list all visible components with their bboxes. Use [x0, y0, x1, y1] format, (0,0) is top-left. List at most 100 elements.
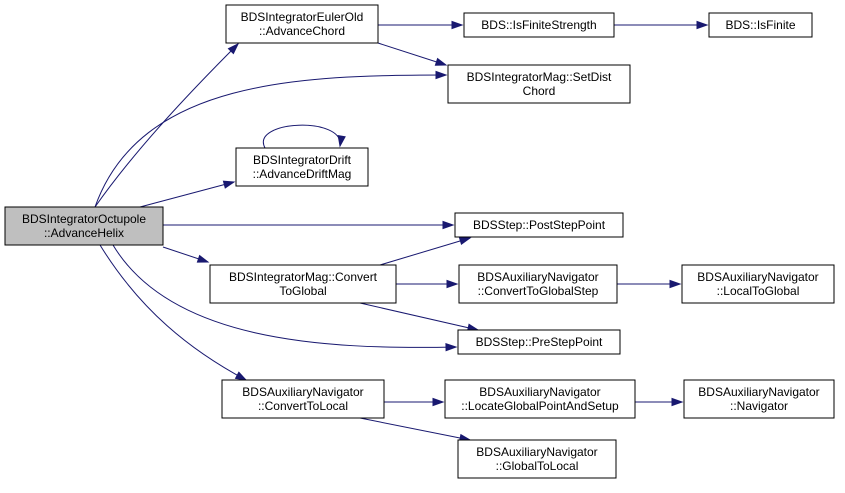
node-label-line: ToGlobal [279, 284, 326, 298]
edge-arrowhead [451, 20, 464, 30]
edge-line [99, 244, 247, 381]
edge-line [94, 74, 447, 208]
node-label-line: BDSAuxiliaryNavigator [476, 445, 597, 459]
edge-line [262, 124, 341, 149]
edge-line [139, 181, 235, 208]
node-post-step-point[interactable]: BDSStep::PostStepPoint [454, 212, 624, 238]
edge-arrowhead [337, 134, 346, 148]
edge-locate-global-point-to-navigator [635, 397, 684, 407]
edge-convert-to-local-to-global-to-local [359, 417, 472, 443]
edge-line [359, 302, 479, 331]
edge-arrowhead [432, 397, 445, 407]
node-advance-drift-mag[interactable]: BDSIntegratorDrift::AdvanceDriftMag [235, 147, 369, 187]
node-label-line: ::AdvanceChord [259, 24, 345, 38]
node-label-line: ::AdvanceHelix [44, 226, 124, 240]
edge-arrowhead [458, 236, 472, 246]
edge-is-finite-strength-to-is-finite [614, 20, 709, 30]
node-label-line: BDSAuxiliaryNavigator [697, 270, 818, 284]
node-layer: BDSIntegratorOctupole::AdvanceHelixBDSIn… [4, 4, 835, 479]
edge-root-to-post-step-point [163, 220, 455, 230]
edge-arrowhead [222, 180, 236, 189]
node-box [457, 329, 621, 355]
edge-line [112, 244, 457, 348]
edge-convert-to-global-to-pre-step-point [359, 302, 480, 332]
edge-arrowhead [196, 254, 210, 263]
edge-arrowhead [227, 42, 240, 55]
edge-arrowhead [442, 220, 455, 230]
node-box [221, 379, 385, 419]
node-box [463, 12, 615, 38]
node-label-line: ::GlobalToLocal [496, 459, 579, 473]
node-locate-global-point[interactable]: BDSAuxiliaryNavigator::LocateGlobalPoint… [444, 379, 636, 419]
node-box [235, 147, 369, 187]
edge-line [359, 417, 471, 441]
edge-arrowhead [435, 70, 448, 80]
node-label-line: ::ConvertToGlobalStep [478, 284, 599, 298]
node-is-finite[interactable]: BDS::IsFinite [708, 12, 813, 38]
node-box [444, 379, 636, 419]
node-label-line: ::ConvertToLocal [258, 399, 348, 413]
node-label-line: BDS::IsFiniteStrength [481, 18, 596, 32]
node-convert-to-local[interactable]: BDSAuxiliaryNavigator::ConvertToLocal [221, 379, 385, 419]
node-label-line: BDSAuxiliaryNavigator [477, 270, 598, 284]
node-box [457, 439, 617, 479]
node-navigator[interactable]: BDSAuxiliaryNavigator::Navigator [683, 379, 835, 419]
node-convert-to-global-step[interactable]: BDSAuxiliaryNavigator::ConvertToGlobalSt… [458, 264, 618, 304]
edge-convert-to-local-to-locate-global-point [384, 397, 445, 407]
edge-root-to-set-dist-chord [94, 70, 448, 208]
edge-convert-to-global-to-convert-to-global-step [396, 279, 459, 289]
node-label-line: BDSAuxiliaryNavigator [698, 385, 819, 399]
node-box [447, 64, 631, 104]
edge-arrowhead [445, 343, 458, 352]
node-is-finite-strength[interactable]: BDS::IsFiniteStrength [463, 12, 615, 38]
node-label-line: ::AdvanceDriftMag [253, 167, 352, 181]
node-box [681, 264, 835, 304]
edge-root-to-convert-to-local [99, 244, 248, 381]
edge-convert-to-global-to-post-step-point [379, 236, 472, 266]
edge-arrowhead [446, 279, 459, 289]
edge-arrowhead [671, 397, 684, 407]
edge-layer [94, 20, 709, 443]
node-pre-step-point[interactable]: BDSStep::PreStepPoint [457, 329, 621, 355]
node-local-to-global[interactable]: BDSAuxiliaryNavigator::LocalToGlobal [681, 264, 835, 304]
node-global-to-local[interactable]: BDSAuxiliaryNavigator::GlobalToLocal [457, 439, 617, 479]
node-box [708, 12, 813, 38]
edge-root-to-pre-step-point [112, 244, 458, 352]
node-convert-to-global[interactable]: BDSIntegratorMag::ConvertToGlobal [209, 264, 397, 304]
edge-euler-advance-chord-to-set-dist-chord [377, 42, 448, 66]
node-label-line: BDSIntegratorMag::SetDist [467, 70, 612, 84]
edge-convert-to-global-step-to-local-to-global [617, 279, 682, 289]
node-label-line: ::LocateGlobalPointAndSetup [461, 399, 619, 413]
edge-root-to-euler-advance-chord [94, 42, 240, 208]
node-label-line: BDSIntegratorDrift [253, 153, 352, 167]
edge-line [377, 42, 447, 66]
edge-root-to-advance-drift-mag [139, 180, 236, 208]
node-label-line: BDSIntegratorOctupole [22, 212, 146, 226]
node-euler-advance-chord[interactable]: BDSIntegratorEulerOld::AdvanceChord [225, 4, 379, 44]
node-box [225, 4, 379, 44]
node-box [454, 212, 624, 238]
node-label-line: ::Navigator [730, 399, 788, 413]
edge-arrowhead [234, 371, 248, 381]
edge-line [379, 237, 471, 266]
edge-advance-drift-mag-to-advance-drift-mag [262, 124, 346, 149]
edge-arrowhead [434, 57, 448, 66]
node-box [209, 264, 397, 304]
node-box [458, 264, 618, 304]
node-root[interactable]: BDSIntegratorOctupole::AdvanceHelix [4, 206, 164, 246]
node-label-line: BDSAuxiliaryNavigator [242, 385, 363, 399]
edge-arrowhead [669, 279, 682, 289]
edge-arrowhead [696, 20, 709, 30]
node-label-line: BDSIntegratorEulerOld [241, 10, 364, 24]
node-label-line: Chord [523, 84, 556, 98]
node-label-line: BDSAuxiliaryNavigator [479, 385, 600, 399]
node-label-line: BDS::IsFinite [725, 18, 795, 32]
node-box [4, 206, 164, 246]
edge-line [94, 43, 239, 208]
node-label-line: BDSIntegratorMag::Convert [229, 270, 378, 284]
node-box [683, 379, 835, 419]
node-label-line: BDSStep::PostStepPoint [473, 218, 606, 232]
node-label-line: ::LocalToGlobal [717, 284, 800, 298]
